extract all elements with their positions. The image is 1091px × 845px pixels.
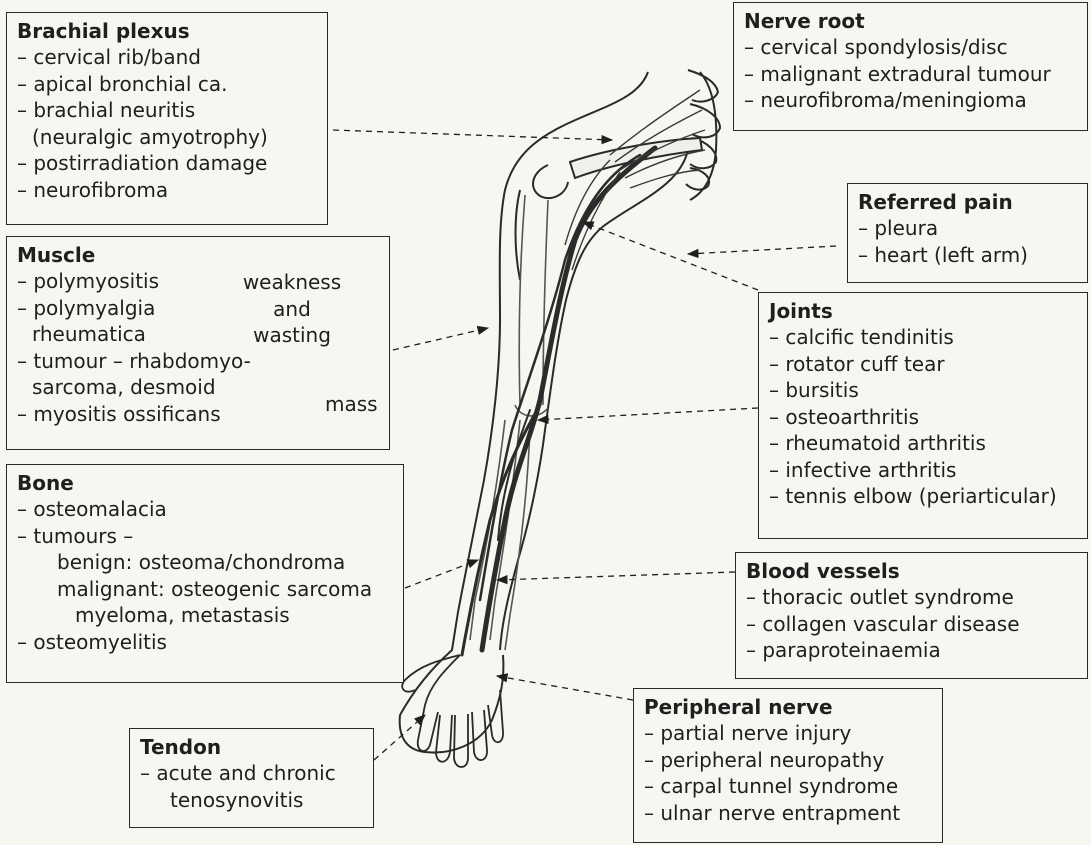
weakness-note: weakness and wasting xyxy=(237,269,347,349)
referred-pain-title: Referred pain xyxy=(858,189,1079,215)
joints-item: – tennis elbow (periarticular) xyxy=(769,483,1079,510)
nerve-root-item: – malignant extradural tumour xyxy=(744,61,1079,88)
brachial-plexus-item: – cervical rib/band xyxy=(17,44,319,71)
blood-vessels-item: – thoracic outlet syndrome xyxy=(746,584,1079,611)
peripheral-nerve-item: – ulnar nerve entrapment xyxy=(644,800,934,827)
brachial-plexus-item: (neuralgic amyotrophy) xyxy=(17,124,319,151)
peripheral-nerve-item: – peripheral neuropathy xyxy=(644,747,934,774)
bone-item: benign: osteoma/chondroma xyxy=(17,549,395,576)
blood-vessels-title: Blood vessels xyxy=(746,558,1079,584)
bone-item: – osteomyelitis xyxy=(17,629,395,656)
referred-pain-box: Referred pain – pleura – heart (left arm… xyxy=(847,183,1088,283)
tendon-title: Tendon xyxy=(140,734,365,760)
peripheral-nerve-item: – partial nerve injury xyxy=(644,720,934,747)
shoulder-bones xyxy=(516,138,703,280)
bone-box: Bone – osteomalacia – tumours – benign: … xyxy=(6,464,404,683)
nerve-root-box: Nerve root – cervical spondylosis/disc –… xyxy=(733,2,1088,131)
joints-item: – osteoarthritis xyxy=(769,404,1079,431)
brachial-plexus-nerves xyxy=(565,90,705,270)
muscle-box: Muscle – polymyositis – polymyalgia rheu… xyxy=(6,236,390,450)
joints-item: – rotator cuff tear xyxy=(769,351,1079,378)
nerve-root-item: – cervical spondylosis/disc xyxy=(744,34,1079,61)
brachial-plexus-box: Brachial plexus – cervical rib/band – ap… xyxy=(6,12,328,225)
peripheral-nerve-box: Peripheral nerve – partial nerve injury … xyxy=(633,688,943,843)
bone-item: malignant: osteogenic sarcoma xyxy=(17,576,395,603)
muscle-item: – tumour – rhabdomyo- xyxy=(17,348,381,375)
peripheral-nerve-item: – carpal tunnel syndrome xyxy=(644,773,934,800)
bone-item: – tumours – xyxy=(17,523,395,550)
peripheral-nerve-title: Peripheral nerve xyxy=(644,694,934,720)
tendon-item: tenosynovitis xyxy=(140,787,365,814)
bone-item: – osteomalacia xyxy=(17,496,395,523)
tendon-box: Tendon – acute and chronic tenosynovitis xyxy=(129,728,374,828)
bone-title: Bone xyxy=(17,470,395,496)
weakness-note-line: wasting xyxy=(237,322,347,349)
mass-note: mass xyxy=(325,391,378,418)
bone-item: myeloma, metastasis xyxy=(17,602,395,629)
joints-box: Joints – calcific tendinitis – rotator c… xyxy=(758,292,1088,539)
tendon-item: – acute and chronic xyxy=(140,760,365,787)
joints-item: – bursitis xyxy=(769,377,1079,404)
weakness-note-line: weakness xyxy=(237,269,347,296)
main-vessels xyxy=(462,148,655,655)
brachial-plexus-item: – postirradiation damage xyxy=(17,150,319,177)
joints-title: Joints xyxy=(769,298,1079,324)
nerve-root-item: – neurofibroma/meningioma xyxy=(744,87,1079,114)
nerve-root-title: Nerve root xyxy=(744,8,1079,34)
blood-vessels-box: Blood vessels – thoracic outlet syndrome… xyxy=(735,552,1088,679)
muscle-title: Muscle xyxy=(17,242,381,268)
brachial-plexus-item: – apical bronchial ca. xyxy=(17,71,319,98)
joints-item: – infective arthritis xyxy=(769,457,1079,484)
weakness-note-line: and xyxy=(237,296,347,323)
brachial-plexus-title: Brachial plexus xyxy=(17,18,319,44)
brachial-plexus-item: – brachial neuritis xyxy=(17,97,319,124)
blood-vessels-item: – collagen vascular disease xyxy=(746,611,1079,638)
joints-item: – calcific tendinitis xyxy=(769,324,1079,351)
blood-vessels-item: – paraproteinaemia xyxy=(746,637,1079,664)
joints-item: – rheumatoid arthritis xyxy=(769,430,1079,457)
referred-pain-item: – pleura xyxy=(858,215,1079,242)
referred-pain-item: – heart (left arm) xyxy=(858,242,1079,269)
brachial-plexus-item: – neurofibroma xyxy=(17,177,319,204)
